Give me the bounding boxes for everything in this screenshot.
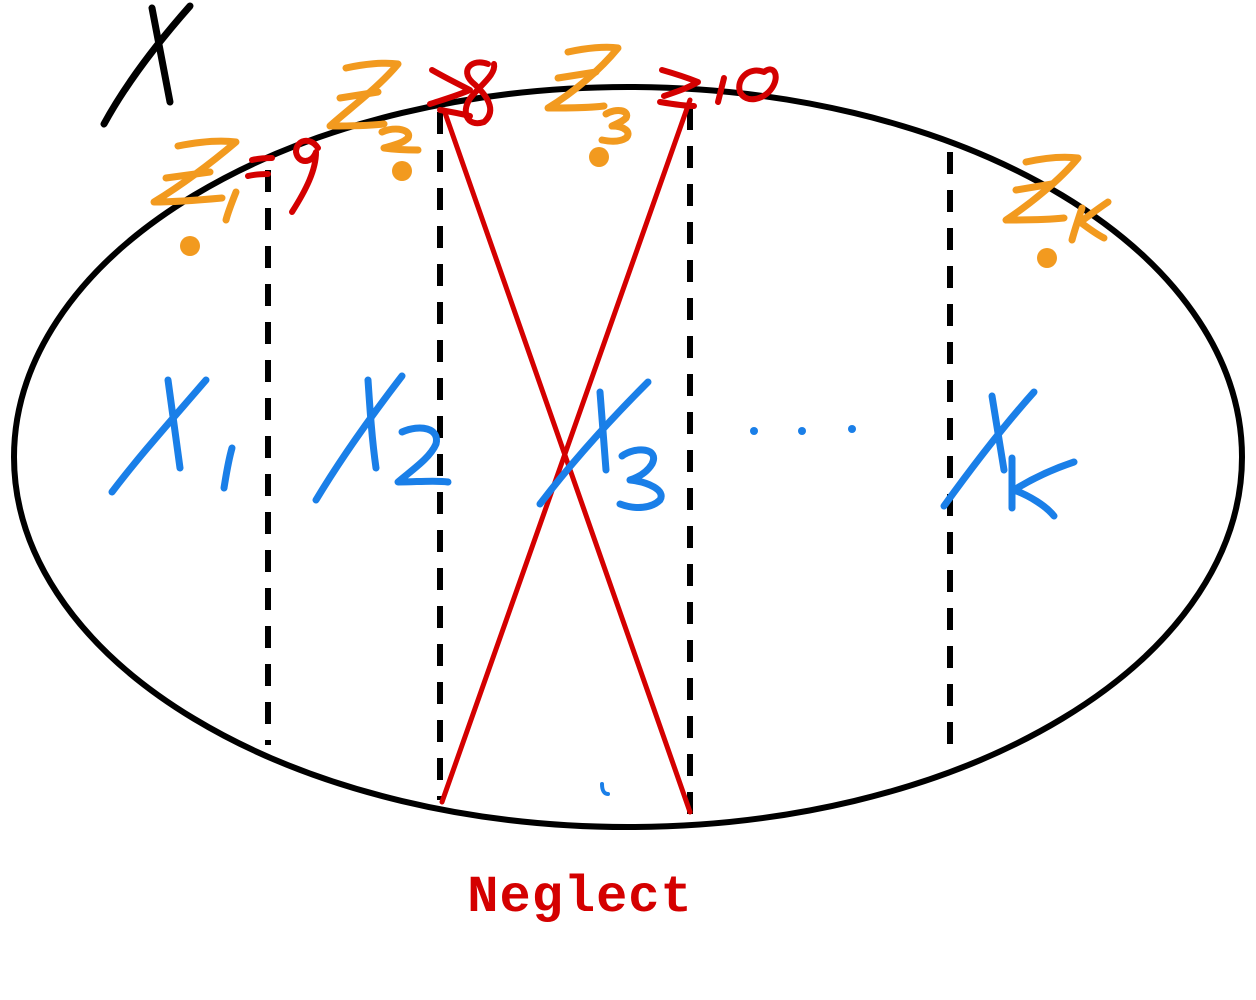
annotations: [245, 59, 779, 215]
partition-labels: [108, 372, 1078, 796]
partition-dividers: [265, 108, 953, 815]
point-z3: [589, 147, 609, 167]
annotation-z2-ge8: [427, 59, 498, 127]
cross-stroke-2: [439, 97, 693, 805]
point-z1: [180, 236, 200, 256]
set-ellipse: [11, 84, 1245, 830]
label-xk: [940, 388, 1078, 520]
point-z2: [392, 161, 412, 181]
point-zk: [1037, 248, 1057, 268]
label-x2: [312, 372, 452, 504]
label-z3: [544, 43, 632, 145]
label-x3: [536, 378, 665, 511]
cross-stroke-1: [441, 107, 693, 815]
neglect-caption: Neglect: [467, 868, 693, 927]
stray-mark: [600, 782, 610, 796]
label-z2: [326, 59, 422, 154]
partition-ellipsis: [750, 425, 856, 435]
label-zk: [1002, 153, 1112, 244]
label-z1: [150, 137, 240, 224]
label-x1: [108, 376, 236, 496]
representatives: [150, 43, 1112, 268]
neglect-cross: [439, 97, 693, 815]
set-label-x: [100, 2, 194, 128]
annotation-z1-eq9: [245, 137, 321, 215]
annotation-z3-ge10: [657, 66, 779, 109]
